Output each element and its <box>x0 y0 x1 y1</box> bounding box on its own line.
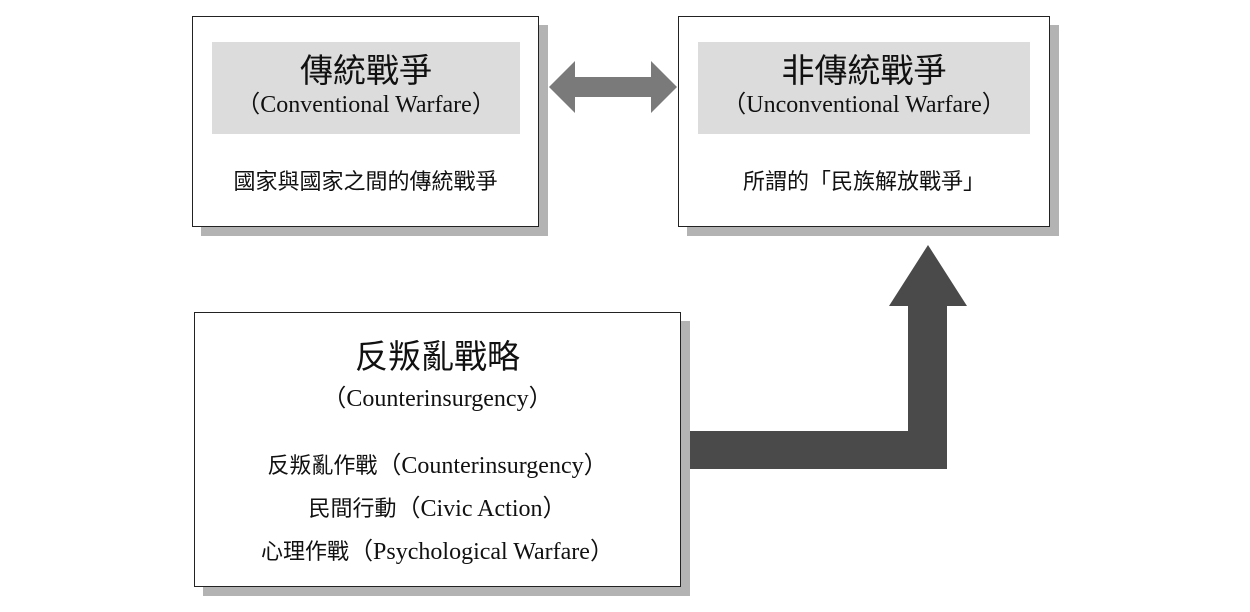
unconventional-title-en: （Unconventional Warfare） <box>722 92 1006 118</box>
list-item: 反叛亂作戰（Counterinsurgency） <box>195 445 680 488</box>
list-item-en: （Psychological Warfare） <box>349 539 614 565</box>
counterinsurgency-list: 反叛亂作戰（Counterinsurgency） 民間行動（Civic Acti… <box>195 445 680 574</box>
list-item-zh: 反叛亂作戰 <box>267 454 378 479</box>
elbow-up-arrow-icon <box>690 245 967 469</box>
double-headed-arrow-icon <box>549 61 677 113</box>
conventional-title-band: 傳統戰爭 （Conventional Warfare） <box>212 42 520 134</box>
conventional-title-en: （Conventional Warfare） <box>236 92 496 118</box>
counterinsurgency-box: 反叛亂戰略 （Counterinsurgency） 反叛亂作戰（Counteri… <box>194 312 681 587</box>
conventional-warfare-box: 傳統戰爭 （Conventional Warfare） 國家與國家之間的傳統戰爭 <box>192 16 539 227</box>
unconventional-title-zh: 非傳統戰爭 <box>781 51 947 90</box>
conventional-title-zh: 傳統戰爭 <box>300 51 432 90</box>
list-item-en: （Civic Action） <box>396 496 567 522</box>
list-item-zh: 民間行動 <box>308 497 397 522</box>
list-item-en: （Counterinsurgency） <box>377 453 608 479</box>
conventional-description: 國家與國家之間的傳統戰爭 <box>233 170 498 195</box>
list-item-zh: 心理作戰 <box>261 540 350 565</box>
counterinsurgency-title-en: （Counterinsurgency） <box>322 386 553 412</box>
counterinsurgency-title-zh: 反叛亂戰略 <box>355 337 520 376</box>
unconventional-description: 所謂的「民族解放戰爭」 <box>742 170 985 195</box>
list-item: 民間行動（Civic Action） <box>195 488 680 531</box>
unconventional-title-band: 非傳統戰爭 （Unconventional Warfare） <box>698 42 1030 134</box>
unconventional-warfare-box: 非傳統戰爭 （Unconventional Warfare） 所謂的「民族解放戰… <box>678 16 1050 227</box>
list-item: 心理作戰（Psychological Warfare） <box>195 531 680 574</box>
